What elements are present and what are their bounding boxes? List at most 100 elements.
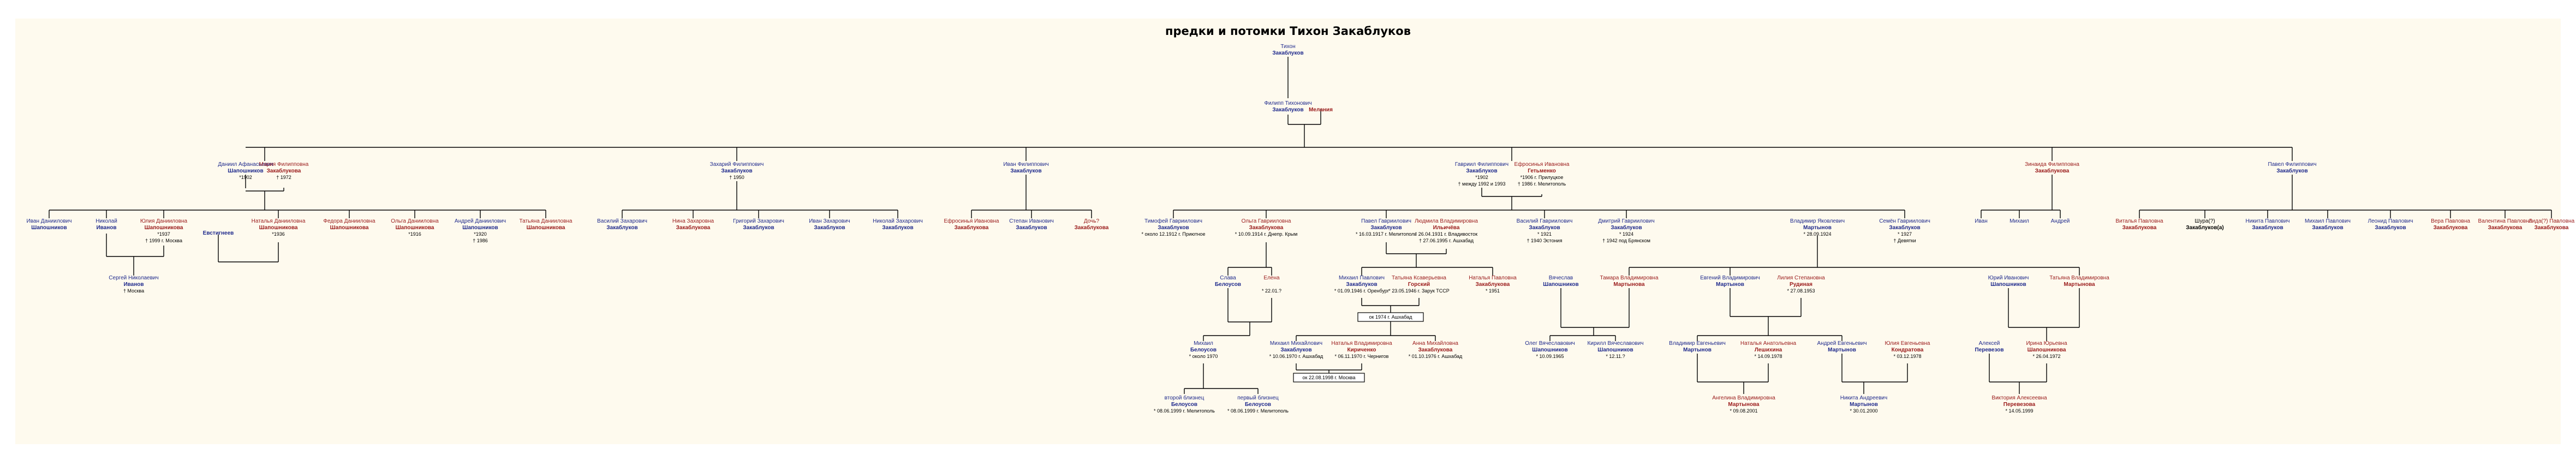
person-given-name: Павел Филиппович bbox=[2268, 162, 2317, 168]
person-given-name: Никита Павлович bbox=[2245, 218, 2289, 224]
person-given-name: Вячеслав bbox=[1549, 275, 1573, 281]
person-dochka-i: Дочь?Закаблукова bbox=[1075, 218, 1109, 231]
person-surname: Закаблукова bbox=[676, 224, 711, 231]
person-given-name: Олег Вячеславович bbox=[1525, 340, 1575, 346]
person-surname: Закаблукова bbox=[2535, 224, 2569, 231]
person-given-name: Гавриил Филиппович bbox=[1455, 162, 1508, 168]
person-surname: Шапошников bbox=[228, 168, 263, 174]
person-surname: Закаблуков bbox=[2276, 168, 2307, 174]
person-surname: Закаблуков bbox=[606, 224, 637, 231]
person-given-name: Тимофей Гавриилович bbox=[1144, 218, 1202, 224]
person-surname: Закаблуков bbox=[814, 224, 845, 231]
person-surname: Шапошникова bbox=[2028, 347, 2066, 353]
connector-lines bbox=[49, 57, 2552, 394]
person-life-event: * 28.09.1924 bbox=[1803, 231, 1831, 237]
person-life-event: * 12.11.? bbox=[1606, 354, 1625, 359]
person-life-event: † 1940 Эстония bbox=[1527, 238, 1563, 243]
person-surname: Шапошников bbox=[31, 225, 67, 231]
person-given-name: Ефросинья Ивановна bbox=[944, 218, 999, 224]
person-life-event: † 1972 bbox=[276, 175, 291, 180]
person-given-name: Кирилл Вячеславович bbox=[1587, 340, 1643, 346]
person-given-name: Шура(?) bbox=[2195, 218, 2215, 224]
person-life-event: † 1942 под Брянском bbox=[1602, 238, 1650, 243]
person-surname: Шапошников bbox=[1990, 282, 2026, 288]
person-surname: Закаблуков bbox=[1346, 281, 1377, 288]
person-given-name: Ангелина Владимировна bbox=[1712, 395, 1775, 401]
person-surname: Закаблуков bbox=[1466, 168, 1497, 174]
person-given-name: Андрей bbox=[2051, 218, 2070, 224]
person-life-event: * 10.09.1965 bbox=[1536, 354, 1564, 359]
person-life-event: † между 1992 и 1993 bbox=[1458, 181, 1506, 187]
person-surname: Мартынова bbox=[1613, 282, 1645, 288]
person-given-name: Тамара Владимировна bbox=[1600, 275, 1658, 281]
person-surname: Закаблуков bbox=[882, 224, 913, 231]
person-life-event: * 08.06.1999 г. Мелитополь bbox=[1154, 408, 1215, 414]
person-given-name: Григорий Захарович bbox=[733, 218, 784, 224]
person-surname: Закаблуков bbox=[2252, 224, 2283, 231]
person-given-name: Вера Павловна bbox=[2431, 218, 2470, 224]
person-life-event: *1936 bbox=[272, 231, 285, 237]
person-surname: Закаблукова bbox=[2434, 224, 2468, 231]
person-life-event: * 1924 bbox=[1619, 231, 1633, 237]
person-given-name: Дмитрий Гавриилович bbox=[1598, 218, 1654, 224]
person-surname: Закаблуков bbox=[1280, 346, 1311, 353]
person-life-event: * 10.06.1970 г. Ашхабад bbox=[1269, 354, 1323, 359]
person-given-name: Владимир Евгеньевич bbox=[1669, 340, 1726, 346]
person-life-event: † 1999 г. Москва bbox=[145, 238, 182, 243]
person-life-event: * 03.12.1978 bbox=[1893, 354, 1921, 359]
person-given-name: Ольга Данииловна bbox=[391, 218, 439, 224]
person-given-name: Иван Даниилович bbox=[27, 218, 72, 224]
person-ivan-zn: Иван bbox=[1975, 218, 1987, 224]
person-life-event: * 09.08.2001 bbox=[1730, 408, 1757, 414]
person-given-name: Дочь? bbox=[1084, 218, 1100, 224]
person-given-name: Виктория Алексеевна bbox=[1991, 395, 2047, 401]
person-mikhail-zn: Михаил bbox=[2009, 218, 2029, 224]
person-life-event: *1906 г. Прилуцкое bbox=[1520, 175, 1564, 180]
person-surname: Закаблукова bbox=[1418, 346, 1453, 353]
person-given-name: Андрей Евгеньевич bbox=[1817, 340, 1867, 346]
person-surname: Евстигнеев bbox=[203, 230, 234, 236]
person-life-event: *1920 bbox=[474, 231, 487, 237]
person-life-event: * 27.08.1953 bbox=[1787, 288, 1815, 294]
person-given-name: Владимир Яковлевич bbox=[1790, 218, 1845, 224]
person-given-name: Семён Гавриилович bbox=[1879, 218, 1930, 224]
person-surname: Закаблукова bbox=[2488, 224, 2523, 231]
person-given-name: Наталья Анатольевна bbox=[1740, 340, 1797, 346]
person-surname: Закаблуков bbox=[743, 224, 774, 231]
person-given-name: Виталья Павловна bbox=[2115, 218, 2163, 224]
person-life-event: * 14.09.1978 bbox=[1754, 354, 1782, 359]
person-given-name: Валентина Павловна bbox=[2478, 218, 2532, 224]
marriage-date: ок 1974 г. Ашхабад bbox=[1369, 314, 1413, 320]
person-surname: Иванов bbox=[96, 225, 116, 231]
person-given-name: Василий Захарович bbox=[597, 218, 647, 224]
person-given-name: Юлия Данииловна bbox=[140, 218, 188, 224]
person-life-event: *1916 bbox=[408, 231, 421, 237]
person-given-name: Иван bbox=[1975, 218, 1987, 224]
person-andrey-zn: Андрей bbox=[2051, 218, 2070, 224]
person-given-name: Леонид Павлович bbox=[2368, 218, 2413, 224]
